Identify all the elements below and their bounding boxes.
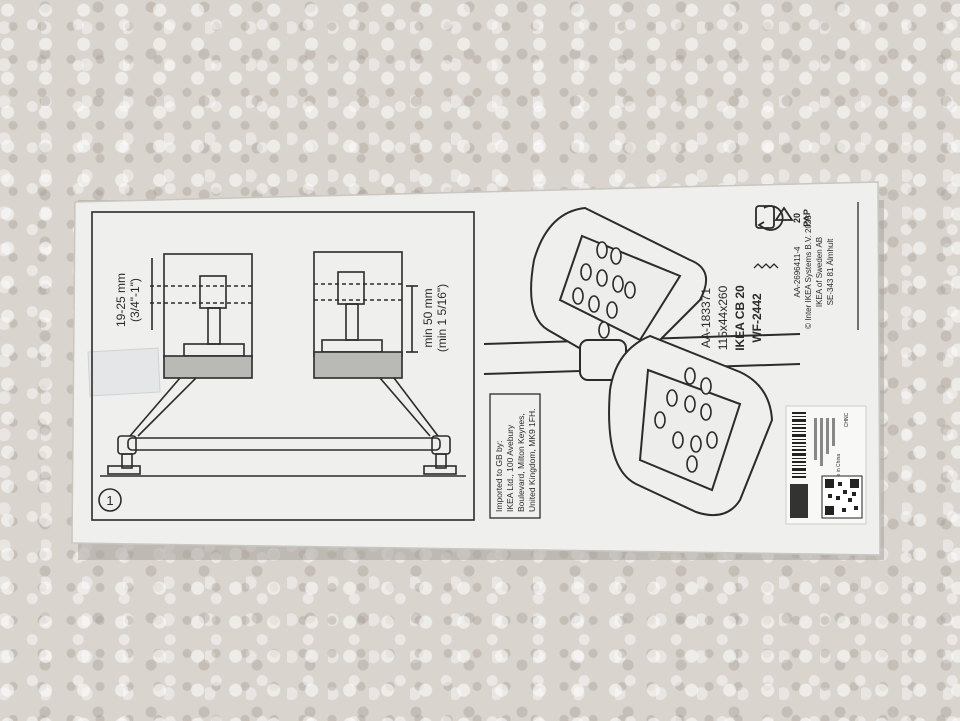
wave-mark: [753, 263, 779, 269]
importer-line3: Boulevard, Milton Keynes,: [516, 413, 526, 512]
recycle-material: PAP: [802, 209, 812, 227]
wall-section-right: [313, 351, 403, 379]
qr-code-icon: [821, 475, 863, 519]
gap-label-imperial: (3/4"-1"): [128, 278, 142, 322]
min-label: min 50 mm: [421, 288, 435, 347]
recycle-icon: [755, 205, 794, 231]
copyright-line3: IKEA of Sweden AB: [815, 237, 824, 307]
importer-line2: IKEA Ltd., 100 Avebury: [505, 424, 515, 512]
barcode-icon: [790, 412, 808, 518]
step-number: 1: [106, 493, 113, 508]
recycle-code: 20: [792, 213, 802, 223]
step-circle: [98, 488, 122, 512]
article-code: AA-183371: [699, 288, 713, 348]
wall-section-left: [163, 355, 253, 379]
sticker-origin: Made in China: [836, 454, 842, 486]
importer-line4: United Kingdom, MK9 1FH.: [527, 409, 537, 512]
instruction-panel: [91, 211, 475, 521]
copyright-line2: © Inter IKEA Systems B.V. 2023: [804, 215, 813, 329]
sticker-tag: CHNC: [844, 412, 850, 427]
hook-dots: [572, 241, 718, 473]
copyright-line4: SE-343 81 Älmhult: [826, 238, 835, 305]
importer-line1: Imported to GB by:: [494, 441, 504, 512]
tape-strip: [87, 347, 161, 397]
gap-label: 19-25 mm: [114, 273, 128, 327]
dimensions-code: 115x44x260: [716, 285, 730, 350]
min-label-imperial: (min 1 5/16"): [435, 284, 449, 352]
sticker-text-lines: [814, 418, 835, 466]
copyright-line1: AA-2696411-4: [793, 246, 802, 298]
importer-box: [489, 393, 541, 519]
cb-code: IKEA CB 20: [733, 285, 747, 351]
wf-code: WF-2442: [750, 293, 764, 343]
towel-rail: [127, 437, 441, 451]
